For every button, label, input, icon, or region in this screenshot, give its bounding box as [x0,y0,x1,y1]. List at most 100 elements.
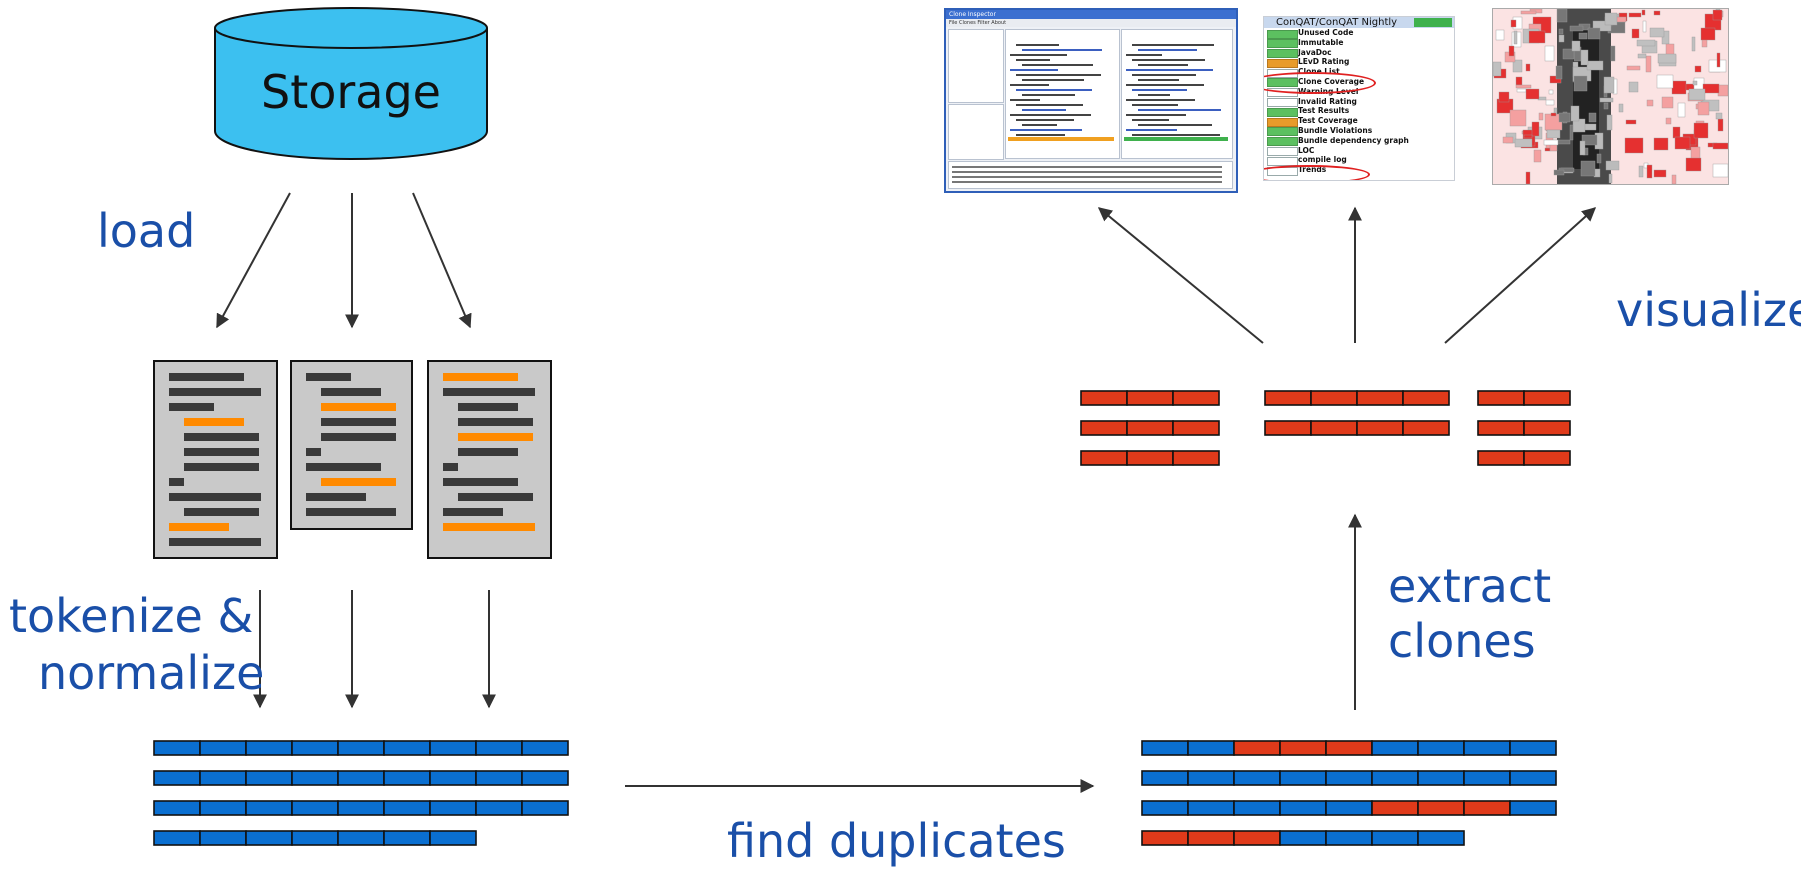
ide-table-row [952,166,1222,168]
ide-title: Clone Inspector [946,10,1236,19]
treemap-cell [1702,83,1720,94]
clone-token [1126,450,1174,466]
ide-code-line [1016,104,1083,106]
ide-code-line [1132,134,1220,136]
ide-code-line [1138,124,1212,126]
treemap-cell [1697,101,1710,116]
clone-token-row-3 [1141,800,1557,816]
clone-code-line [443,523,535,531]
token [1371,770,1419,786]
ide-code-line [1022,79,1084,81]
status-badge [1267,107,1298,117]
extract-label-line1: extract [1388,559,1552,613]
report-row-label: Bundle Violations [1298,125,1373,135]
clone-token [1233,830,1281,846]
treemap-cell [1549,75,1562,84]
ide-code-line [1010,69,1058,71]
ide-code-line [1010,99,1040,101]
treemap-cell [1717,84,1728,97]
treemap-cell [1615,16,1627,23]
token-streams-with-clones [1141,740,1557,846]
treemap-image [1493,9,1728,184]
treemap-cell [1580,160,1596,177]
ide-code-line [1016,44,1059,46]
ide-table-row [952,176,1222,178]
treemap-cell [1592,20,1612,32]
report-row-label: Immutable [1298,37,1344,47]
treemap-cell [1672,126,1681,139]
code-line [306,463,381,471]
status-badge [1267,58,1298,68]
token-row-2 [153,770,569,786]
code-line [306,508,396,516]
token [521,740,569,756]
ide-code-line [1126,129,1177,131]
token [291,830,339,846]
token [1279,800,1327,816]
report-row: LOC [1264,146,1454,157]
treemap-cell [1604,12,1618,26]
code-line [169,388,261,396]
treemap-cell [1605,160,1620,171]
treemap-cell [1545,99,1555,106]
clone-group-3-instance-2 [1477,420,1571,436]
clone-code-line [321,403,396,411]
treemap-cell [1624,137,1644,154]
ide-code-line [1022,64,1093,66]
treemap-cell [1556,139,1571,145]
code-line [458,403,518,411]
treemap-cell [1510,19,1517,28]
code-line [169,493,261,501]
treemap-cell [1671,80,1687,95]
treemap-cell [1628,81,1639,93]
treemap-cell [1528,30,1546,44]
clone-group-1-instance-3 [1080,450,1220,466]
clone-token [1371,800,1419,816]
token [1325,800,1373,816]
token [1371,740,1419,756]
token [337,830,385,846]
code-line [306,448,321,456]
treemap-cell [1694,65,1702,73]
treemap-cell [1653,137,1669,151]
clone-group-1-instance-1 [1080,390,1220,406]
token [1325,830,1373,846]
treemap-cell [1716,52,1721,68]
treemap-cell [1553,169,1565,176]
treemap-cell [1691,36,1696,52]
token [383,740,431,756]
treemap-cell [1610,45,1616,62]
token [291,800,339,816]
tokenize-label-line1: tokenize & [9,589,254,643]
treemap-cell [1570,105,1580,122]
token [1233,770,1281,786]
report-row: LEvD Rating [1264,57,1454,68]
token [383,800,431,816]
treemap-cell [1512,59,1523,73]
token [521,800,569,816]
visualize-arrow-left [1097,207,1264,344]
ide-code-line [1010,114,1091,116]
token [429,740,477,756]
clone-token [1172,390,1220,406]
treemap-cell [1700,27,1716,41]
clone-group-3-instance-3 [1477,450,1571,466]
ide-code-line [1022,124,1057,126]
ide-code-line [1016,89,1092,91]
treemap-cell [1525,88,1540,100]
clone-treemap-screenshot [1492,8,1729,185]
treemap-cell [1661,96,1674,109]
load-label: load [97,204,196,258]
report-row: Test Results [1264,106,1454,117]
report-row: Unused Code [1264,28,1454,39]
treemap-cell [1498,91,1510,103]
clone-token [1264,420,1312,436]
code-line [443,388,535,396]
storage-label: Storage [261,65,441,119]
treemap-cell [1625,119,1637,125]
token [521,770,569,786]
clone-token [1523,450,1571,466]
clone-code-line [169,523,229,531]
token [1417,740,1465,756]
